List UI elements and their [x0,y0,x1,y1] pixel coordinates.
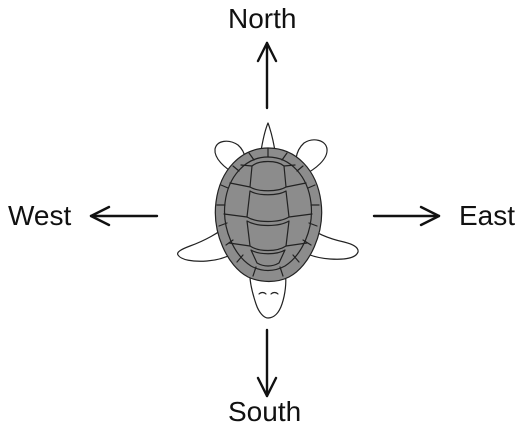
north-arrow [258,43,276,108]
west-arrow [91,207,157,225]
south-label: South [228,398,301,426]
north-label: North [228,5,296,33]
turtle-illustration [178,123,358,318]
south-arrow [258,330,276,396]
east-label: East [459,202,515,230]
east-arrow [374,207,439,225]
west-label: West [8,202,71,230]
